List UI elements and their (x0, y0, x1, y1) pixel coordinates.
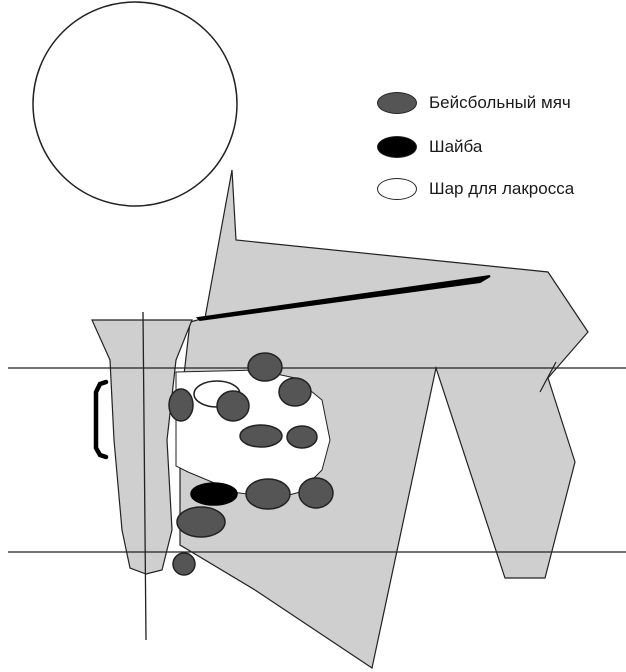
baseball-marker (217, 391, 249, 421)
legend-label-baseball: Бейсбольный мяч (429, 93, 571, 113)
baseball-marker (246, 479, 290, 509)
lacrosse-ball-legend-icon (377, 178, 417, 200)
baseball-marker (173, 553, 195, 575)
puck-marker (191, 483, 237, 505)
puck-legend-icon (377, 136, 417, 158)
baseball-marker (169, 389, 193, 421)
left-bracket-mark (96, 382, 106, 457)
baseball-marker (279, 378, 311, 406)
legend-item-baseball: Бейсбольный мяч (377, 88, 571, 118)
legend-label-puck: Шайба (429, 137, 482, 157)
legend-item-puck: Шайба (377, 132, 482, 162)
legend-item-lacrosse: Шар для лакросса (377, 174, 574, 204)
head-outline (33, 2, 237, 206)
baseball-marker (177, 507, 225, 537)
baseball-marker (248, 353, 282, 381)
baseball-marker (287, 426, 317, 448)
baseball-marker (240, 425, 282, 447)
baseball-legend-icon (377, 92, 417, 114)
baseball-marker (299, 478, 333, 508)
legend-label-lacrosse: Шар для лакросса (429, 179, 574, 199)
